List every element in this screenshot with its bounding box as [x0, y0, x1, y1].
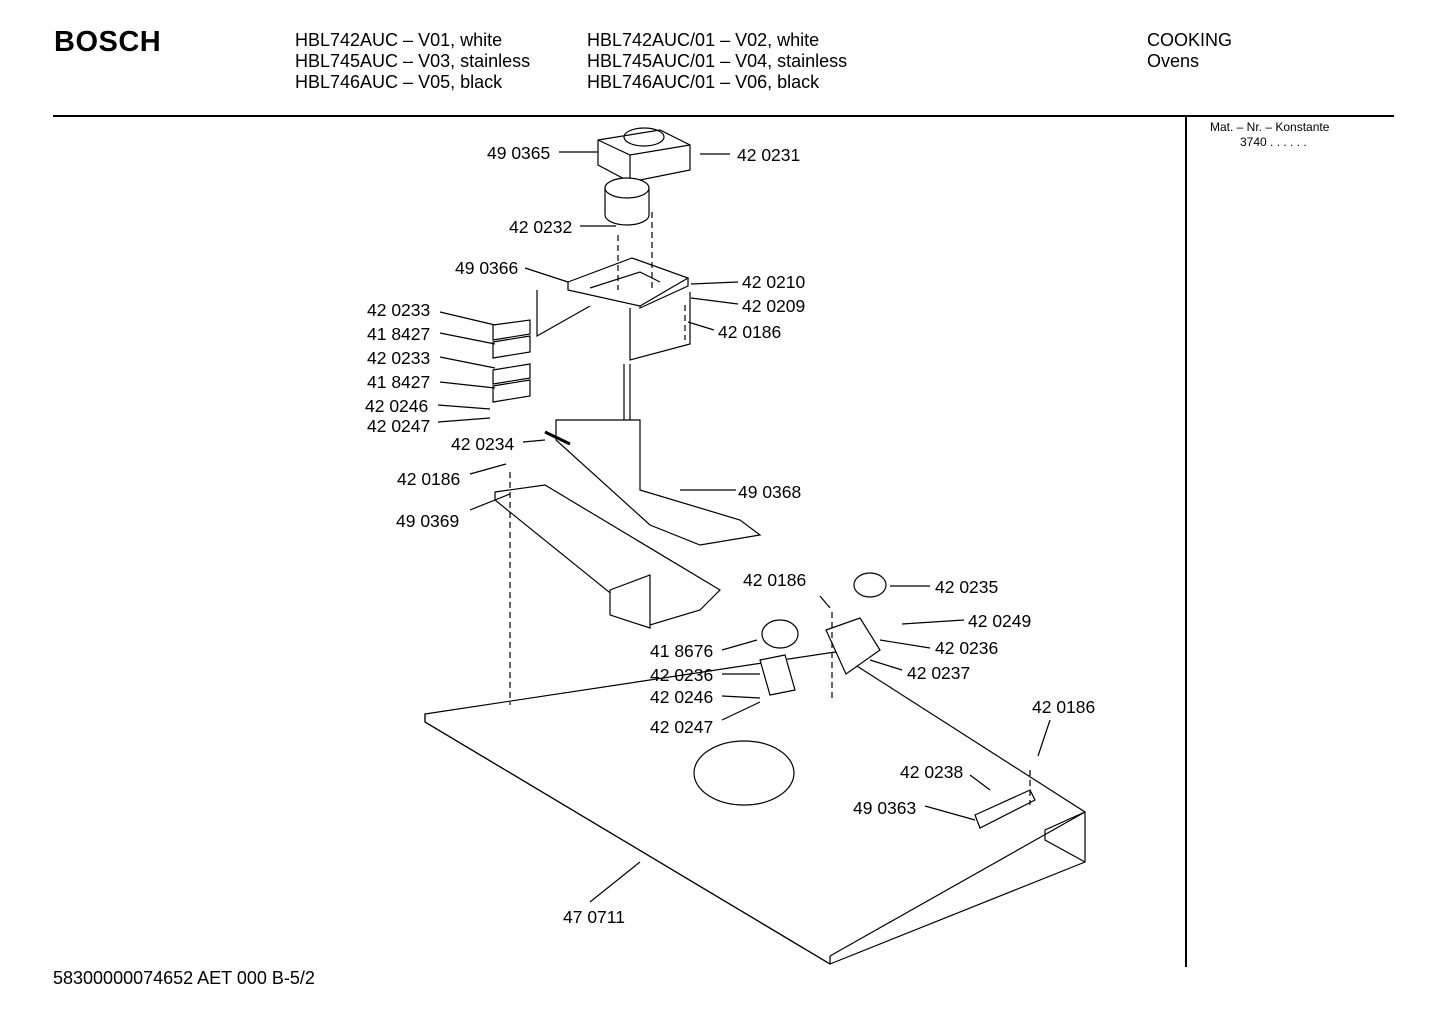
part-label: 42 0233: [367, 348, 430, 368]
part-label: 41 8427: [367, 372, 430, 392]
thermostat-bracket: [825, 617, 881, 675]
part-label: 42 0246: [365, 396, 428, 416]
part-label: 42 0236: [935, 638, 998, 658]
part-label: 49 0365: [487, 143, 550, 163]
rear-bracket: [974, 789, 1036, 829]
part-label: 42 0186: [1032, 697, 1095, 717]
latch-lever: [555, 419, 762, 546]
brand-logo: BOSCH: [54, 26, 162, 58]
spring: [544, 430, 571, 446]
part-label: 42 0235: [935, 577, 998, 597]
side-divider: [1185, 117, 1187, 967]
subcategory: Ovens: [1147, 51, 1200, 71]
document-code: 58300000074652 AET 000 B-5/2: [53, 968, 315, 988]
part-label: 42 0237: [907, 663, 970, 683]
motor-housing: [597, 129, 691, 183]
part-label: 42 0186: [397, 469, 460, 489]
model-line: HBL745AUC/01 – V04, stainless: [587, 51, 848, 71]
model-list-right: HBL742AUC/01 – V02, white HBL745AUC/01 –…: [587, 30, 847, 93]
model-line: HBL746AUC – V05, black: [295, 72, 503, 92]
model-line: HBL742AUC – V01, white: [295, 30, 503, 50]
part-label: 42 0236: [650, 665, 713, 685]
part-label: 42 0210: [742, 272, 806, 292]
part-label: 42 0247: [650, 717, 713, 737]
part-label: 42 0249: [968, 611, 1031, 631]
part-label: 41 8676: [650, 641, 713, 661]
model-line: HBL745AUC – V03, stainless: [295, 51, 531, 71]
part-label: 49 0366: [455, 258, 518, 278]
model-line: HBL746AUC/01 – V06, black: [587, 72, 820, 92]
part-label: 49 0369: [396, 511, 459, 531]
part-label: 41 8427: [367, 324, 430, 344]
material-label: Mat. – Nr. – Konstante: [1210, 120, 1330, 134]
part-label: 47 0711: [563, 907, 625, 927]
model-line: HBL742AUC/01 – V02, white: [587, 30, 820, 50]
part-label: 49 0363: [853, 798, 916, 818]
part-label: 42 0231: [737, 145, 800, 165]
base-plate-opening: [693, 740, 795, 806]
thermostat-2: [761, 619, 799, 649]
switch-2: [492, 363, 531, 385]
part-label: 42 0233: [367, 300, 430, 320]
category: COOKING: [1147, 30, 1233, 50]
header-divider: [53, 115, 1394, 117]
category-block: COOKING Ovens: [1147, 30, 1232, 72]
thermostat-1: [853, 572, 887, 598]
part-label: 42 0246: [650, 687, 713, 707]
part-label: 42 0238: [900, 762, 963, 782]
part-label: 42 0186: [743, 570, 806, 590]
part-label: 42 0186: [718, 322, 781, 342]
part-label: 42 0209: [742, 296, 805, 316]
part-label: 42 0232: [509, 217, 572, 237]
part-label: 42 0234: [451, 434, 515, 454]
mounting-bracket: [567, 257, 690, 307]
base-plate: [424, 651, 1086, 965]
material-value: 3740 . . . . . .: [1240, 135, 1307, 149]
model-list-left: HBL742AUC – V01, white HBL745AUC – V03, …: [295, 30, 530, 93]
switch-1: [492, 319, 531, 341]
part-label: 42 0247: [367, 416, 430, 436]
material-number-block: Mat. – Nr. – Konstante 3740 . . . . . .: [1210, 120, 1329, 150]
part-label: 49 0368: [738, 482, 801, 502]
